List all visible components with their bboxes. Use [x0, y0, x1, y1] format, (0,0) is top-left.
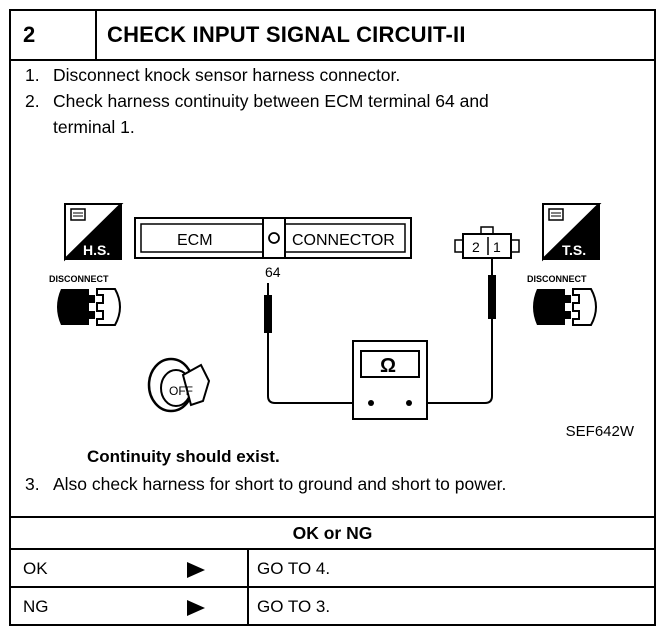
instruction-step-2-continued: terminal 1. [53, 117, 135, 137]
ts-label: T.S. [562, 242, 586, 258]
ignition-off-label: OFF [169, 384, 193, 398]
connector-pin-2: 2 [472, 239, 480, 255]
decision-row-ok: OK GO TO 4. [11, 548, 654, 588]
step-text: Check harness continuity between ECM ter… [53, 91, 489, 111]
step-number: 2 [11, 11, 97, 59]
decision-title: OK or NG [292, 523, 373, 543]
connector-icon [548, 208, 564, 221]
terminal-side-badge: T.S. [542, 203, 602, 262]
disconnect-connector-icon [533, 288, 597, 326]
step-title: CHECK INPUT SIGNAL CIRCUIT-II [107, 22, 466, 47]
disconnect-connector-icon [57, 288, 121, 326]
ecm-terminal-label: 64 [265, 264, 281, 280]
step-header: 2 CHECK INPUT SIGNAL CIRCUIT-II [11, 11, 654, 61]
divider [247, 588, 249, 626]
decision-row-ng: NG GO TO 3. [11, 586, 654, 626]
arrow-right-icon [187, 562, 205, 578]
instruction-step-2: 2. Check harness continuity between ECM t… [25, 90, 489, 112]
ignition-key-off-icon: OFF [147, 357, 211, 413]
hs-label: H.S. [83, 242, 110, 258]
instruction-step-1: 1. Disconnect knock sensor harness connec… [25, 64, 400, 86]
disconnect-label-right: DISCONNECT [527, 274, 587, 284]
ohm-symbol: Ω [380, 355, 396, 377]
connector-pin-1: 1 [493, 239, 501, 255]
continuity-check-diagram: H.S. DISCONNECT ECM CONNECTOR 64 2 1 [49, 203, 602, 420]
knock-sensor-connector: 2 1 [454, 226, 520, 259]
step-number-label: 2. [25, 91, 40, 111]
ohmmeter: Ω [352, 340, 428, 420]
step-text: Disconnect knock sensor harness connecto… [53, 65, 401, 85]
ecm-label: ECM [177, 232, 213, 249]
expected-result: Continuity should exist. [87, 447, 280, 466]
decision-label: OK [23, 559, 48, 578]
harness-side-badge: H.S. [64, 203, 124, 262]
decision-action: GO TO 4. [257, 559, 331, 578]
figure-id: SEF642W [565, 423, 634, 440]
connector-icon [70, 208, 86, 221]
step-number-label: 3. [25, 474, 40, 494]
disconnect-label-left: DISCONNECT [49, 274, 109, 284]
divider [11, 516, 654, 518]
step-number-label: 1. [25, 65, 40, 85]
decision-label: NG [23, 597, 49, 616]
arrow-right-icon [187, 600, 205, 616]
step-text: Also check harness for short to ground a… [53, 474, 507, 494]
test-leads [264, 258, 496, 404]
diagnostic-procedure-sheet: 2 CHECK INPUT SIGNAL CIRCUIT-II 1. Discon… [9, 9, 656, 626]
connector-label: CONNECTOR [292, 232, 395, 249]
divider [247, 550, 249, 588]
decision-action: GO TO 3. [257, 597, 331, 616]
instruction-step-3: 3. Also check harness for short to ground… [25, 473, 506, 495]
ecm-connector: ECM CONNECTOR [134, 217, 412, 259]
